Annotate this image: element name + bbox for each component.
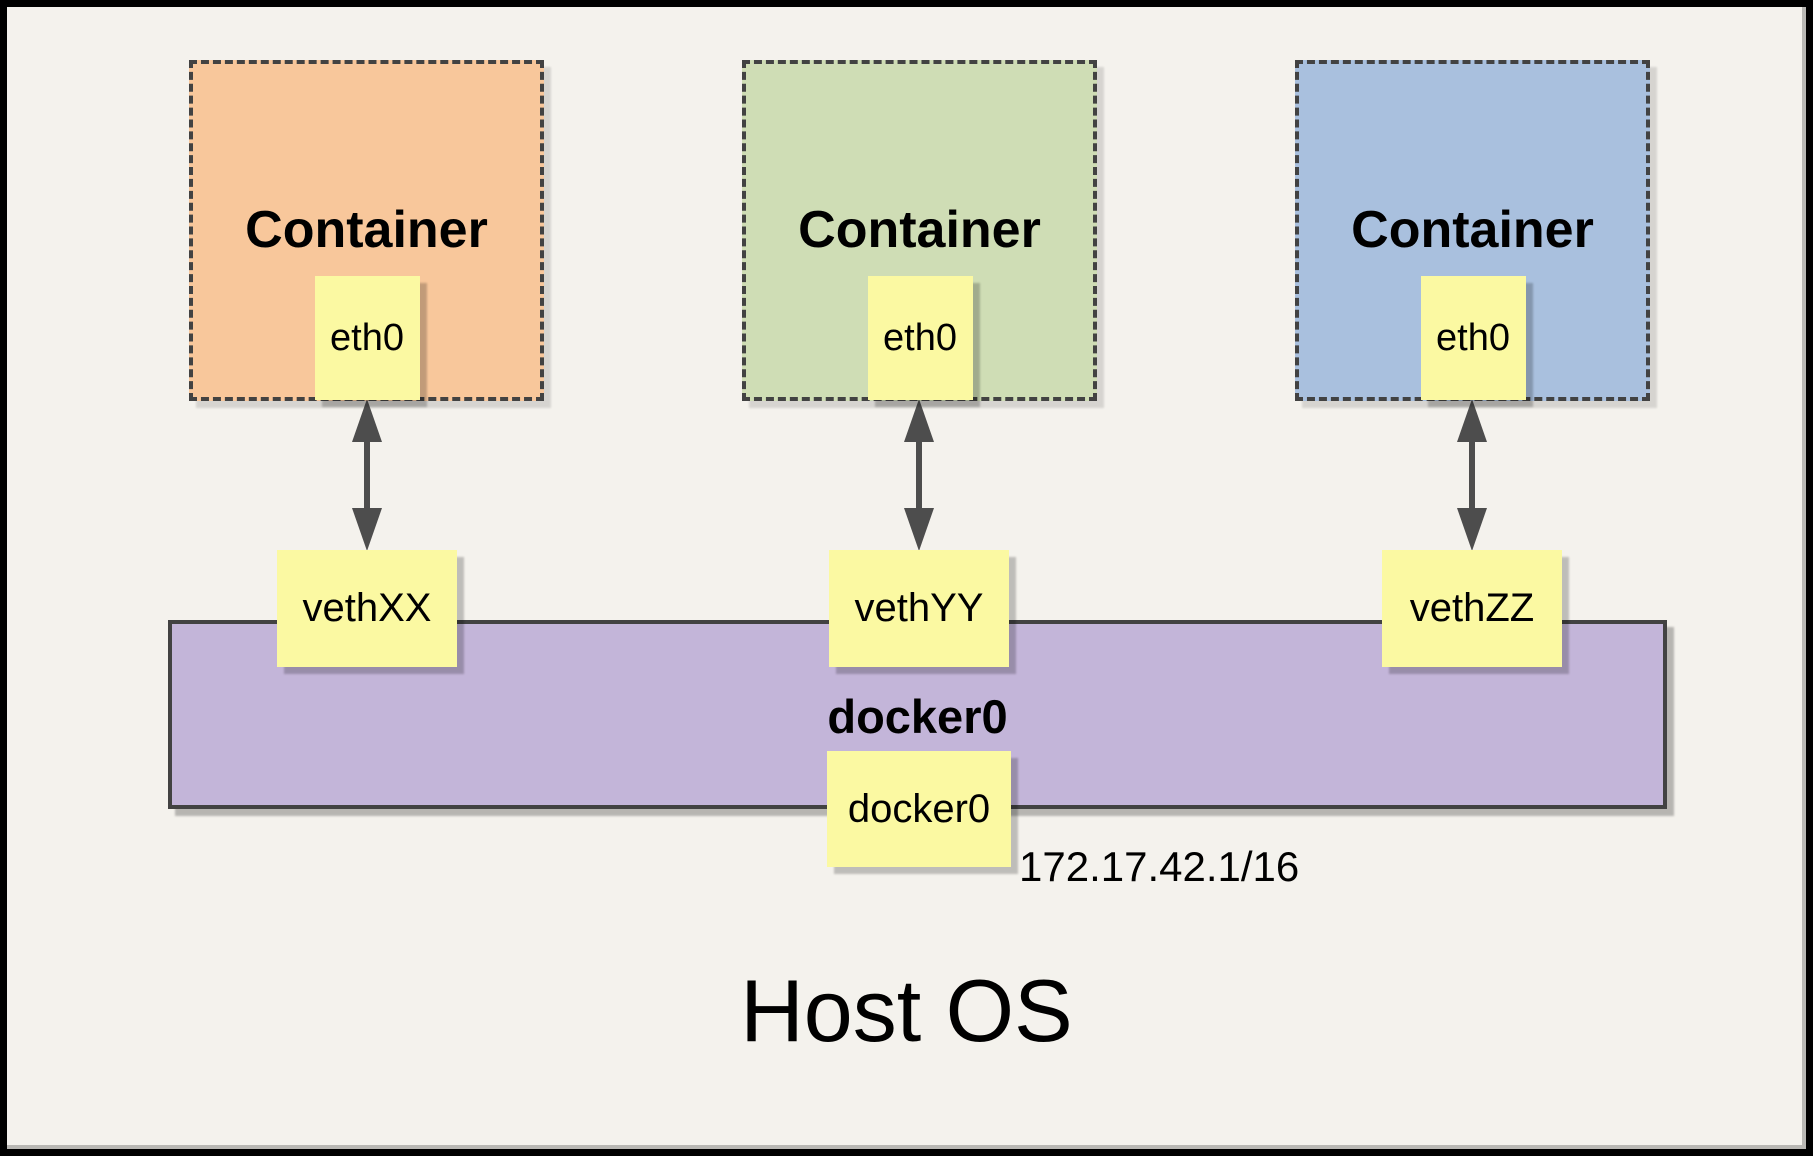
eth0-interface-box: eth0 bbox=[867, 276, 973, 400]
vethzz-box: vethZZ bbox=[1382, 550, 1562, 667]
container-title: Container bbox=[1351, 201, 1594, 259]
docker0-interface-box: docker0 bbox=[827, 751, 1011, 867]
eth0-interface-box: eth0 bbox=[314, 276, 420, 400]
container-box-2: Container eth0 bbox=[742, 60, 1097, 401]
bridge-ip-label: 172.17.42.1/16 bbox=[1019, 843, 1300, 890]
veth-connection-arrow-1 bbox=[352, 399, 382, 551]
vethxx-box: vethXX bbox=[277, 550, 457, 667]
vethyy-box: vethYY bbox=[829, 550, 1009, 667]
host-os-label: Host OS bbox=[740, 961, 1073, 1060]
container-box-3: Container eth0 bbox=[1295, 60, 1650, 401]
container-title: Container bbox=[245, 201, 488, 259]
veth-connection-arrow-3 bbox=[1457, 399, 1487, 551]
container-box-1: Container eth0 bbox=[189, 60, 544, 401]
veth-connection-arrow-2 bbox=[904, 399, 934, 551]
eth0-interface-box: eth0 bbox=[1420, 276, 1526, 400]
container-title: Container bbox=[798, 201, 1041, 259]
docker0-bridge-label: docker0 bbox=[827, 690, 1008, 743]
